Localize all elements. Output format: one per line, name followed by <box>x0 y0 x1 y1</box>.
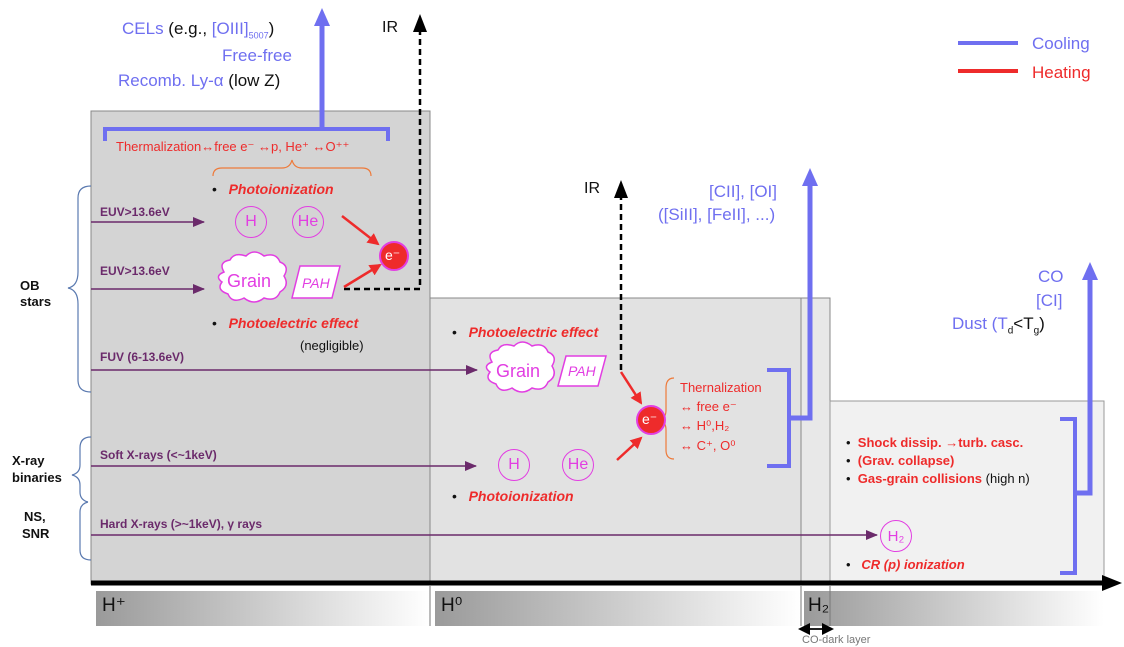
axis-label-h2: H₂ <box>808 595 830 616</box>
axis-label-hplus: H⁺ <box>102 595 126 616</box>
dust-label: Dust (Td<Tg) <box>952 314 1045 337</box>
electron-label-hplus: e⁻ <box>385 247 401 263</box>
axis-band-h2 <box>804 591 1104 626</box>
ob-stars-brace <box>67 185 92 393</box>
soft-xray-label: Soft X-rays (<~1keV) <box>100 448 217 462</box>
h-atom-hplus: H <box>235 206 267 238</box>
he-atom-h0: He <box>562 449 594 481</box>
xray-brace <box>71 436 92 503</box>
ns-brace <box>79 501 92 561</box>
free-free-label: Free-free <box>222 46 292 65</box>
co-dark-box <box>800 297 831 585</box>
photoionization-hplus: • Photoionization <box>212 181 334 197</box>
h-plus-box <box>90 110 431 585</box>
cooling-bracket-hplus <box>103 127 390 141</box>
legend-cooling: Cooling <box>1032 34 1090 53</box>
h-atom-h0: H <box>498 449 530 481</box>
h2-molecule: H₂ <box>880 520 912 552</box>
co-label: CO <box>1038 267 1064 286</box>
grain-cloud-hplus <box>217 251 287 303</box>
legend-heating: Heating <box>1032 63 1091 82</box>
euv1-label: EUV>13.6eV <box>100 205 170 219</box>
xray-label-1: X-ray <box>12 453 45 468</box>
ob-stars-label-1: OB <box>20 278 40 293</box>
electron-h0 <box>636 405 666 435</box>
thermalization-h0-4: ↔ C⁺, O⁰ <box>680 438 736 453</box>
cii-oi-label: [CII], [OI] <box>709 182 778 201</box>
grain-cloud-h0 <box>485 341 555 393</box>
ir-label-top: IR <box>382 19 398 36</box>
axis-band-hplus <box>96 591 430 626</box>
ns-label-2: SNR <box>22 526 50 541</box>
axis-label-h0: H⁰ <box>441 595 463 616</box>
recomb-line: Recomb. Ly-α (low Z) <box>118 71 281 90</box>
photoionization-brace <box>212 159 372 177</box>
photoionization-h0: • Photoionization <box>452 488 574 504</box>
pah-shape-hplus <box>291 265 341 299</box>
pah-shape-h0 <box>557 355 607 387</box>
thermalization-h0-3: ↔ H⁰,H₂ <box>680 418 730 433</box>
photoelectric-hplus: • Photoelectric effect <box>212 315 359 331</box>
siii-feii-label: ([SiII], [FeII], ...) <box>658 205 776 224</box>
pah-label-h0: PAH <box>568 363 596 379</box>
euv2-label: EUV>13.6eV <box>100 264 170 278</box>
thermalization-h0-1: Thernalization <box>680 380 762 395</box>
thermalization-hplus: Thermalization↔free e⁻ ↔p, He⁺ ↔O⁺⁺ <box>116 139 350 154</box>
ob-stars-label-2: stars <box>20 294 52 309</box>
co-dark-label: CO-dark layer <box>802 634 871 646</box>
hard-xray-label: Hard X-rays (>~1keV), γ rays <box>100 517 263 531</box>
axis-band-h0 <box>435 591 801 626</box>
negligible-label: (negligible) <box>300 338 364 353</box>
photoelectric-h0: • Photoelectric effect <box>452 324 599 340</box>
ir-dashed-path-top <box>344 30 422 291</box>
thermalization-h0-2: ↔ free e⁻ <box>680 399 737 414</box>
fuv-label: FUV (6-13.6eV) <box>100 350 185 364</box>
shock-item: • Shock dissip. →turb. casc. <box>846 435 1024 450</box>
h2-box <box>829 400 1105 585</box>
he-atom-hplus: He <box>292 206 324 238</box>
grain-label-hplus: Grain <box>227 271 272 291</box>
grain-label-h0: Grain <box>496 361 541 381</box>
grav-item: • (Grav. collapse) <box>846 453 955 468</box>
xray-label-2: binaries <box>12 470 62 485</box>
ci-label: [CI] <box>1036 291 1063 310</box>
cr-item: • CR (p) ionization <box>846 557 965 572</box>
gas-grain-item: • Gas-grain collisions (high n) <box>846 471 1030 486</box>
pah-label-hplus: PAH <box>302 275 330 291</box>
cooling-bracket-h2 <box>1060 417 1077 575</box>
cels-line: CELs (e.g., [OIII]5007) <box>122 19 275 41</box>
electron-label-h0: e⁻ <box>642 411 658 427</box>
ir-label-mid: IR <box>584 180 600 197</box>
h0-box <box>429 297 831 585</box>
ns-label-1: NS, <box>24 509 46 524</box>
electron-hplus <box>379 241 409 271</box>
